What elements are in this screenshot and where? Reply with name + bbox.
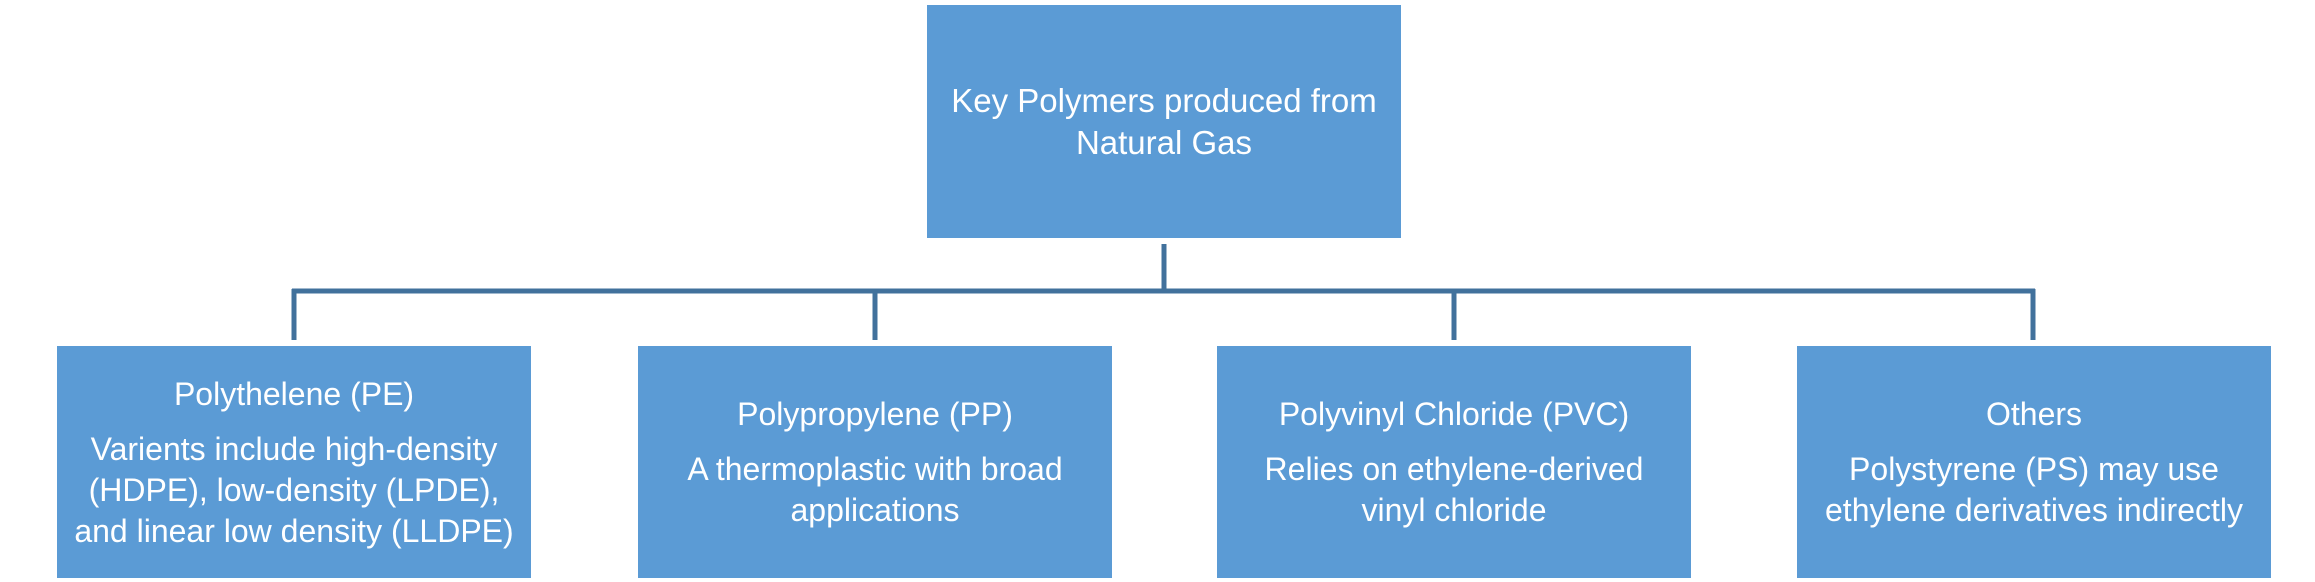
child-node-description: Polystyrene (PS) may use ethylene deriva…	[1825, 451, 2243, 528]
child-node-title: Polyvinyl Chloride (PVC)	[1278, 396, 1630, 432]
child-node-description: A thermoplastic with broad applications	[687, 451, 1063, 528]
child-node-description: Relies on ethylene-derived vinyl chlorid…	[1264, 451, 1644, 528]
root-node-title: Key Polymers produced from Natural Gas	[951, 81, 1377, 161]
child-node-description: Varients include high-density (HDPE), lo…	[74, 430, 514, 549]
child-node-title: Polythelene (PE)	[173, 375, 415, 412]
child-node-others: Others Polystyrene (PS) may use ethylene…	[1797, 346, 2271, 578]
root-node: Key Polymers produced from Natural Gas	[927, 5, 1401, 238]
child-node-title: Others	[1985, 396, 2083, 432]
child-node-title: Polypropylene (PP)	[737, 396, 1013, 432]
child-node-pvc: Polyvinyl Chloride (PVC) Relies on ethyl…	[1217, 346, 1691, 578]
child-node-polyethylene: Polythelene (PE) Varients include high-d…	[57, 346, 531, 578]
child-node-polypropylene: Polypropylene (PP) A thermoplastic with …	[638, 346, 1112, 578]
